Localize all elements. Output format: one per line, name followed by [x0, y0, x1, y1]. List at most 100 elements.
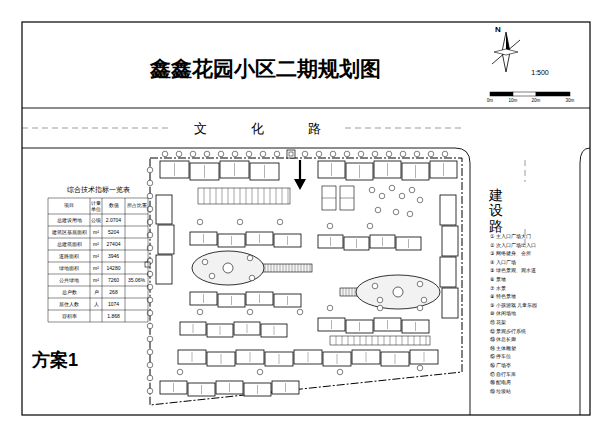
- tree-symbol: [147, 362, 153, 368]
- table-cell: 居住人数: [59, 302, 79, 307]
- residential-building: [246, 292, 273, 305]
- road-edge: [22, 148, 470, 415]
- tree-symbol: [377, 305, 383, 311]
- unit-divider: [231, 296, 232, 305]
- parking-area: [198, 188, 290, 204]
- garden-walkway: [262, 264, 312, 272]
- scale-tick: 10m: [509, 99, 518, 104]
- unit-divider: [274, 326, 275, 335]
- table-rule: [48, 250, 148, 251]
- tree-symbol: [372, 283, 378, 289]
- tree-symbol: [302, 151, 308, 157]
- scale-bar: [536, 92, 570, 96]
- table-cell: 公共绿地: [59, 278, 79, 283]
- unit-divider: [250, 352, 251, 362]
- table-title: 综合技术指标一览表: [67, 187, 130, 194]
- residential-building: [374, 318, 401, 331]
- parking-stripe: [234, 188, 235, 204]
- parking-stripe: [216, 188, 217, 204]
- walkway-hatch: [289, 264, 290, 272]
- table-rule: [48, 274, 148, 275]
- unit-divider: [229, 383, 230, 392]
- scale-bar: [490, 92, 513, 96]
- residential-building: [190, 232, 217, 245]
- tree-symbol: [257, 369, 263, 375]
- unit-divider: [247, 324, 248, 333]
- unit-divider: [415, 322, 416, 331]
- north-arrow: [494, 49, 518, 55]
- table-header: 所占比重: [126, 203, 148, 209]
- tree-symbol: [247, 309, 253, 315]
- tree-symbol: [177, 369, 183, 375]
- legend-item: ⑧ 特色景墙: [490, 294, 516, 299]
- scale-tick: 30m: [566, 99, 575, 104]
- residential-building: [180, 322, 206, 335]
- parking-stripe: [282, 188, 283, 204]
- tree-symbol: [358, 151, 364, 157]
- table-rule: [102, 198, 103, 322]
- walkway-hatch: [310, 264, 311, 272]
- tree-symbol: [428, 151, 434, 157]
- table-cell: 14280: [107, 266, 121, 271]
- residential-building: [374, 161, 401, 178]
- residential-building: [430, 161, 457, 178]
- tree-symbol: [417, 365, 423, 371]
- table-cell: m²: [93, 254, 99, 259]
- residential-building: [244, 383, 271, 396]
- walkway-hatch: [286, 264, 287, 272]
- unit-divider: [259, 294, 260, 303]
- walkway-hatch: [349, 288, 350, 296]
- table-rule: [48, 262, 148, 263]
- tree-symbol: [274, 151, 280, 157]
- residential-building: [234, 322, 260, 335]
- residential-building: [370, 235, 395, 248]
- residential-building: [294, 350, 322, 364]
- tree-symbol: [400, 151, 406, 157]
- unit-divider: [331, 320, 332, 329]
- residential-building: [440, 195, 456, 225]
- tree-symbol: [399, 193, 405, 199]
- residential-building: [218, 234, 245, 247]
- residential-building: [352, 350, 380, 364]
- tree-symbol: [337, 369, 343, 375]
- legend-item: ③ 网络健身、会所: [490, 251, 531, 256]
- legend-item: ⑪ 花架: [490, 320, 506, 325]
- road-centre: [525, 160, 526, 182]
- table-rule: [125, 198, 126, 322]
- tree-symbol: [277, 219, 283, 225]
- parking-stripe: [210, 188, 211, 204]
- residential-building: [346, 163, 373, 180]
- legend-item: ⑮ 停车位: [490, 354, 511, 359]
- table-cell: 总建设用地: [57, 218, 82, 223]
- unit-divider: [203, 294, 204, 303]
- legend-item: ⑬ 休息长廊: [490, 337, 516, 342]
- gate-mark: [287, 150, 295, 158]
- table-header: 计量单位: [91, 201, 102, 212]
- residential-building: [246, 232, 273, 245]
- walkway-hatch: [346, 288, 347, 296]
- tree-symbol: [442, 151, 448, 157]
- parking-stripe: [390, 336, 391, 345]
- unit-divider: [382, 237, 383, 246]
- table-cell: m²: [93, 278, 99, 283]
- residential-building: [250, 163, 279, 180]
- unit-divider: [287, 236, 288, 245]
- tree-symbol: [369, 187, 375, 193]
- parking-stripe: [408, 336, 409, 345]
- table-cell: 27404: [107, 242, 121, 247]
- tree-symbol: [375, 207, 381, 213]
- road-name: 文化路: [150, 122, 365, 135]
- residential-building: [190, 292, 217, 305]
- legend-item: ⑰ 自行车库: [490, 371, 516, 376]
- fountain: [393, 287, 403, 297]
- unit-divider: [359, 165, 360, 178]
- parking-stripe: [354, 336, 355, 345]
- table-rule: [48, 286, 148, 287]
- table-cell: 1.868: [107, 314, 120, 319]
- tree-symbol: [327, 305, 333, 311]
- tree-symbol: [372, 151, 378, 157]
- walkway-hatch: [283, 264, 284, 272]
- table-cell: 268: [109, 290, 117, 295]
- parking-stripe: [420, 336, 421, 345]
